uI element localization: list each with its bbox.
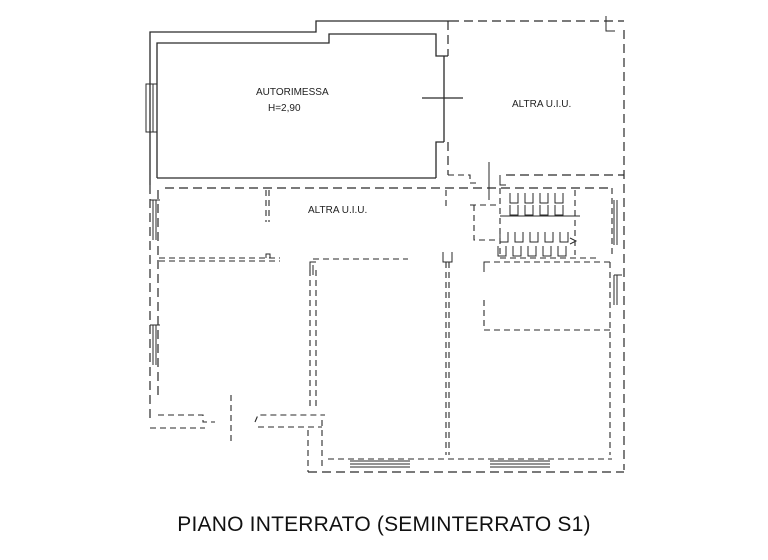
- right-rooms: [442, 188, 613, 455]
- room-label-altra-uiu-top: ALTRA U.I.U.: [512, 99, 571, 110]
- floor-plan-drawing: AUTORIMESSA H=2,90 ALTRA U.I.U. ALTRA U.…: [145, 16, 625, 473]
- upper-unit-walls: [447, 16, 625, 470]
- garage-walls: [145, 20, 463, 185]
- stairs: [470, 188, 622, 305]
- plan-caption: PIANO INTERRATO (SEMINTERRATO S1): [177, 513, 591, 536]
- room-label-altra-uiu-middle: ALTRA U.I.U.: [308, 205, 367, 216]
- bottom-corridor: [307, 420, 624, 473]
- middle-unit-walls: [149, 185, 612, 420]
- room-height-label: H=2,90: [268, 103, 301, 114]
- room-label-autorimessa: AUTORIMESSA: [256, 87, 329, 98]
- lower-left-room: [150, 199, 325, 442]
